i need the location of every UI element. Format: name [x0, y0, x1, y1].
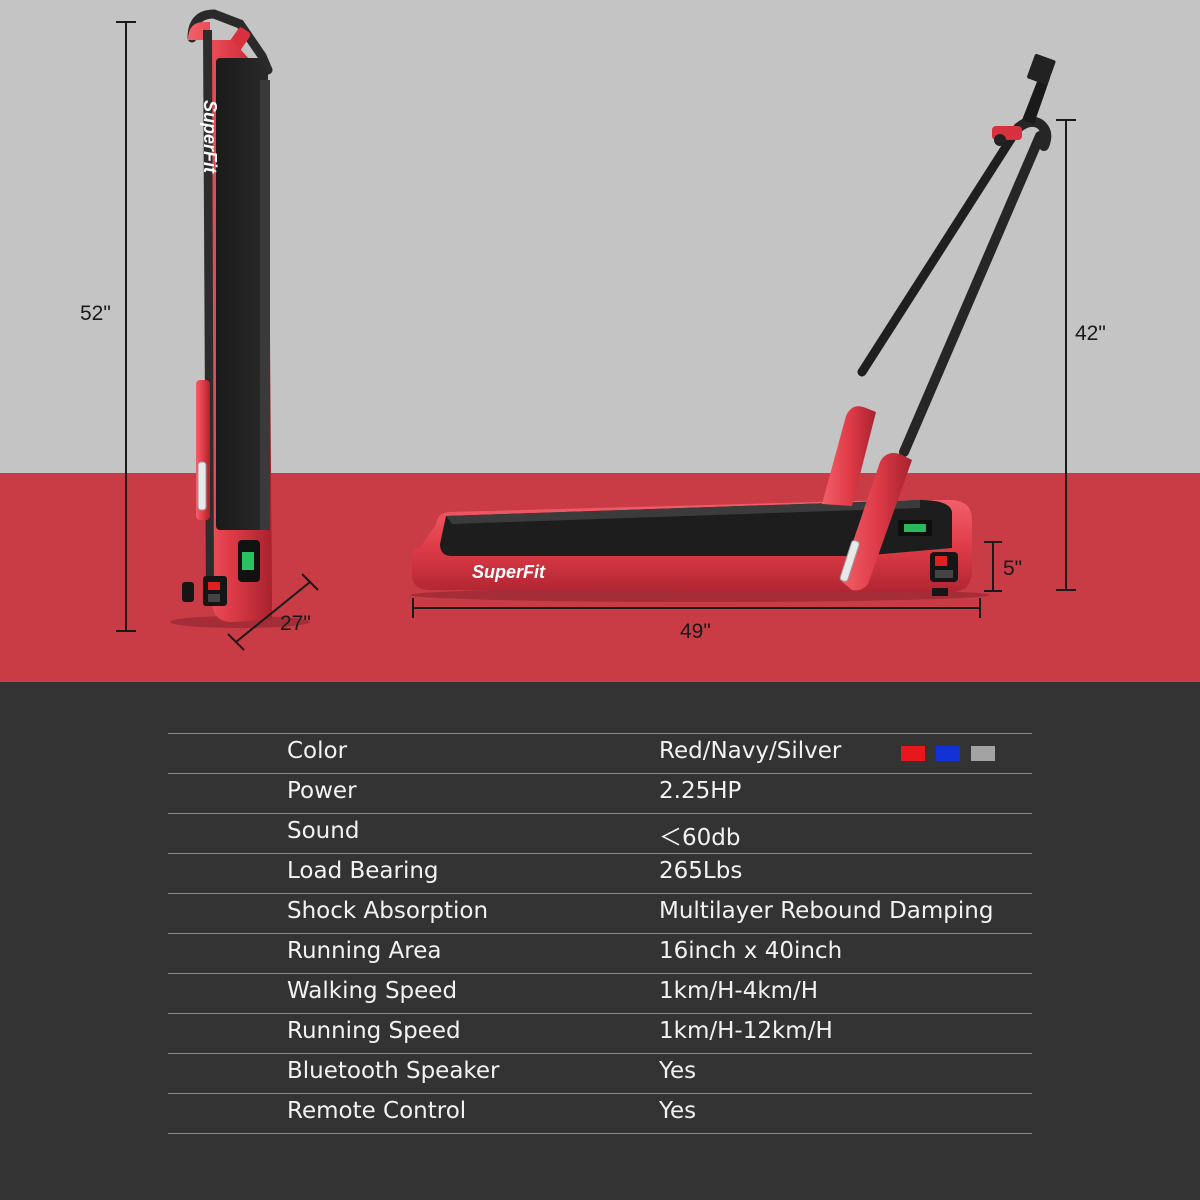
spec-label: Bluetooth Speaker [287, 1058, 500, 1084]
dim-length: 49" [680, 620, 711, 643]
spec-value: 1km/H-4km/H [659, 978, 819, 1004]
spec-row: Running Area 16inch x 40inch [168, 934, 1032, 974]
spec-value: Yes [659, 1098, 697, 1124]
dim-folded-height: 52" [80, 302, 111, 325]
spec-row: Remote Control Yes [168, 1094, 1032, 1134]
spec-value: ＜60db [659, 825, 741, 851]
navy-swatch [936, 746, 960, 761]
spec-label: Walking Speed [287, 978, 458, 1004]
spec-value: Yes [659, 1058, 697, 1084]
wall-background [0, 0, 1200, 473]
spec-label: Sound [287, 818, 360, 844]
spec-row: Shock Absorption Multilayer Rebound Dampi… [168, 894, 1032, 934]
spec-value: Multilayer Rebound Damping [659, 898, 994, 924]
folded-treadmill: SuperFit [170, 9, 310, 628]
folded-logo: SuperFit [200, 100, 220, 174]
spec-value: Red/Navy/Silver [659, 738, 842, 764]
spec-row: Color Red/Navy/Silver [168, 734, 1032, 774]
spec-row: Load Bearing 265Lbs [168, 854, 1032, 894]
spec-value: 1km/H-12km/H [659, 1018, 833, 1044]
side-logo: SuperFit [472, 562, 546, 582]
spec-label: Shock Absorption [287, 898, 489, 924]
side-treadmill: SuperFit [410, 53, 1056, 602]
spec-label: Color [287, 738, 348, 764]
dim-deck-height: 5" [1003, 557, 1022, 580]
silver-swatch [971, 746, 995, 761]
folded-belt [216, 58, 268, 530]
dim-folded-width: 27" [280, 612, 311, 635]
dimension-lines [116, 21, 1076, 651]
spec-value: 16inch x 40inch [659, 938, 843, 964]
spec-row: Power 2.25HP [168, 774, 1032, 814]
spec-label: Remote Control [287, 1098, 467, 1124]
product-photo-area: SuperFit [0, 0, 1200, 682]
color-swatches [901, 746, 995, 761]
spec-label: Load Bearing [287, 858, 439, 884]
spec-row: Walking Speed 1km/H-4km/H [168, 974, 1032, 1014]
dim-handrail-height: 42" [1075, 322, 1106, 345]
spec-row: Sound ＜60db [168, 814, 1032, 854]
spec-label: Running Area [287, 938, 442, 964]
spec-value: 2.25HP [659, 778, 742, 804]
spec-row: Bluetooth Speaker Yes [168, 1054, 1032, 1094]
spec-value: 265Lbs [659, 858, 743, 884]
spec-label: Running Speed [287, 1018, 461, 1044]
spec-row: Running Speed 1km/H-12km/H [168, 1014, 1032, 1054]
spec-label: Power [287, 778, 357, 804]
red-swatch [901, 746, 925, 761]
